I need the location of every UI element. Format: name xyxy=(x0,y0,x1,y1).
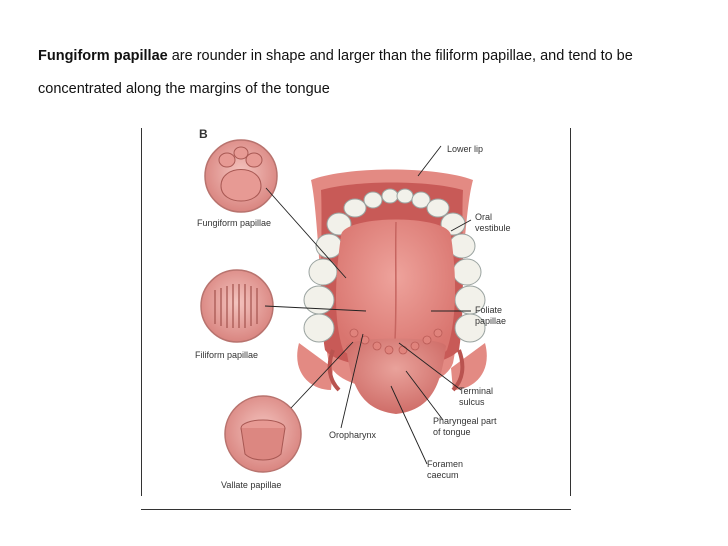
pharyngeal-tongue xyxy=(346,338,446,414)
label-terminal-1: Terminal xyxy=(459,386,493,396)
label-foliate-1: Foliate xyxy=(475,305,502,315)
figure-bottom-border xyxy=(141,509,571,510)
median-sulcus xyxy=(394,221,397,341)
caption-body: are rounder in shape and larger than the… xyxy=(38,48,633,97)
label-lower-lip: Lower lip xyxy=(447,144,483,154)
label-oral-vestibule-1: Oral xyxy=(475,212,492,222)
label-terminal-2: sulcus xyxy=(459,397,485,407)
label-oral-vestibule-2: vestibule xyxy=(475,223,511,233)
label-fungiform: Fungiform papillae xyxy=(197,218,271,228)
figure-left-border xyxy=(141,128,142,496)
label-pharyngeal-1: Pharyngeal part xyxy=(433,416,497,426)
figure-labels: Lower lip Oral vestibule Fungiform papil… xyxy=(195,144,511,490)
label-foramen-2: caecum xyxy=(427,470,459,480)
vallate-magnified xyxy=(224,395,302,473)
caption-paragraph: Fungiform papillae are rounder in shape … xyxy=(38,40,708,106)
label-pharyngeal-2: of tongue xyxy=(433,427,471,437)
filiform-magnified xyxy=(200,269,274,343)
tongue-anatomy-figure: B xyxy=(195,128,511,490)
label-vallate: Vallate papillae xyxy=(221,480,281,490)
fungiform-magnified xyxy=(204,139,278,213)
label-oropharynx: Oropharynx xyxy=(329,430,377,440)
caption-term: Fungiform papillae xyxy=(38,48,168,64)
panel-letter: B xyxy=(199,128,208,141)
figure-right-border xyxy=(570,128,571,496)
label-filiform: Filiform papillae xyxy=(195,350,258,360)
label-foliate-2: papillae xyxy=(475,316,506,326)
teeth-arch xyxy=(303,188,486,343)
label-foramen-1: Foramen xyxy=(427,459,463,469)
leader-lines xyxy=(264,145,472,465)
